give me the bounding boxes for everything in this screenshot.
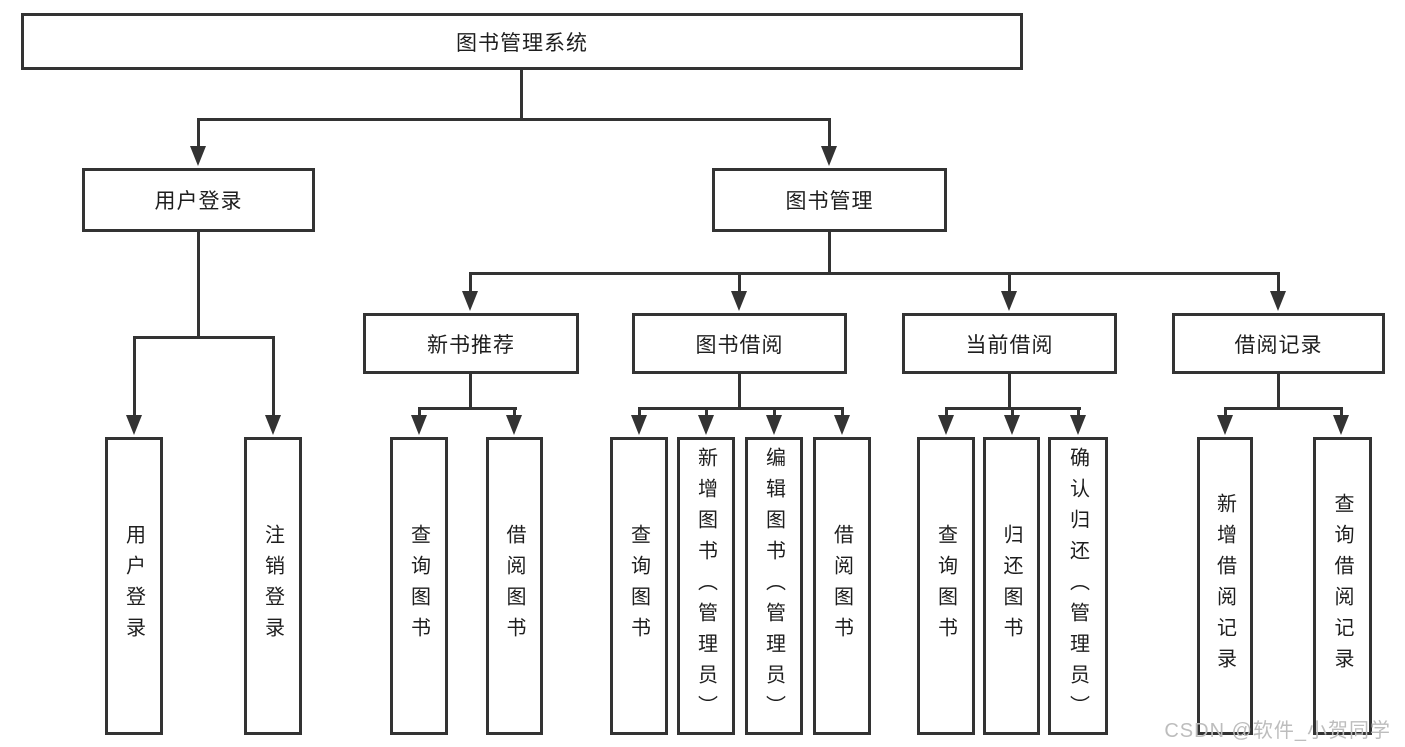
connector-leaf [1077,407,1080,419]
arrow-down-icon [126,415,142,435]
connector-login-stub [197,232,200,336]
arrow-down-icon [411,415,427,435]
node-borrow-records-label: 借阅记录 [1234,333,1323,357]
connector-records-stub [1277,374,1280,407]
connector-to-records [1277,272,1280,295]
leaf-edit-books-admin: 编辑图书（管理员） [745,437,803,735]
connector-to-borrow [738,272,741,295]
arrow-down-icon [938,415,954,435]
node-root: 图书管理系统 [21,13,1023,70]
leaf-query-borrow-record: 查询借阅记录 [1313,437,1372,735]
connector-to-book-mgmt [828,118,831,150]
arrow-down-icon [631,415,647,435]
connector-root-branch [197,118,831,121]
arrow-down-icon [1217,415,1233,435]
connector-records-branch [1224,407,1343,410]
leaf-query-books-1: 查询图书 [390,437,448,735]
leaf-logout-label: 注销登录 [261,524,284,648]
leaf-user-login-label: 用户登录 [122,524,145,648]
leaf-query-books-1-label: 查询图书 [407,524,430,648]
connector-mgmt-stub [828,232,831,272]
connector-borrow-branch [638,407,844,410]
leaf-add-borrow-record-label: 新增借阅记录 [1213,493,1236,679]
leaf-user-login: 用户登录 [105,437,163,735]
leaf-query-books-3-label: 查询图书 [934,524,957,648]
connector-root-stub [520,69,523,118]
arrow-down-icon [1070,415,1086,435]
node-current-borrow: 当前借阅 [902,313,1117,374]
arrow-down-icon [698,415,714,435]
arrow-down-icon [1001,291,1017,311]
connector-to-current [1008,272,1011,295]
node-user-login-label: 用户登录 [154,190,243,213]
csdn-watermark: CSDN @软件_小贺同学 [1164,720,1391,742]
node-book-mgmt: 图书管理 [712,168,947,232]
connector-login-branch [133,336,275,339]
leaf-return-books-label: 归还图书 [1000,524,1022,648]
leaf-add-borrow-record: 新增借阅记录 [1197,437,1253,735]
connector-mgmt-branch [469,272,1280,275]
arrow-down-icon [731,291,747,311]
node-book-mgmt-label: 图书管理 [785,190,874,213]
connector-to-leaf-login [133,336,136,419]
connector-to-recommend [469,272,472,295]
connector-recommend-stub [469,374,472,407]
node-current-borrow-label: 当前借阅 [965,333,1054,357]
leaf-query-borrow-record-label: 查询借阅记录 [1331,493,1353,679]
arrow-down-icon [462,291,478,311]
leaf-logout: 注销登录 [244,437,302,735]
connector-recommend-branch [418,407,517,410]
connector-to-user-login [197,118,200,150]
node-book-borrow-label: 图书借阅 [695,333,784,357]
connector-current-stub [1008,374,1011,407]
node-new-book-recommend-label: 新书推荐 [427,333,515,357]
node-user-login: 用户登录 [82,168,315,232]
arrow-down-icon [1333,415,1349,435]
leaf-confirm-return-admin: 确认归还（管理员） [1048,437,1108,735]
arrow-down-icon [1270,291,1286,311]
leaf-query-books-2-label: 查询图书 [627,524,650,648]
connector-leaf [418,407,421,419]
leaf-edit-books-admin-label: 编辑图书（管理员） [762,446,785,726]
leaf-query-books-3: 查询图书 [917,437,975,735]
connector-leaf [773,407,776,419]
node-borrow-records: 借阅记录 [1172,313,1385,374]
node-book-borrow: 图书借阅 [632,313,847,374]
arrow-down-icon [821,146,837,166]
connector-borrow-stub [738,374,741,407]
connector-leaf [841,407,844,419]
connector-to-leaf-logout [272,336,275,419]
leaf-borrow-books-2-label: 借阅图书 [830,524,853,648]
leaf-add-books-admin-label: 新增图书（管理员） [694,446,717,726]
leaf-query-books-2: 查询图书 [610,437,668,735]
arrow-down-icon [506,415,522,435]
node-root-label: 图书管理系统 [456,31,588,55]
arrow-down-icon [265,415,281,435]
leaf-borrow-books-2: 借阅图书 [813,437,871,735]
connector-leaf [638,407,641,419]
leaf-borrow-books-1: 借阅图书 [486,437,543,735]
connector-leaf [705,407,708,419]
arrow-down-icon [1004,415,1020,435]
connector-leaf [945,407,948,419]
connector-leaf [1340,407,1343,419]
connector-leaf [513,407,516,419]
connector-leaf [1011,407,1014,419]
leaf-borrow-books-1-label: 借阅图书 [503,524,525,648]
leaf-confirm-return-admin-label: 确认归还（管理员） [1066,446,1089,726]
arrow-down-icon [834,415,850,435]
arrow-down-icon [766,415,782,435]
leaf-return-books: 归还图书 [983,437,1040,735]
node-new-book-recommend: 新书推荐 [363,313,579,374]
leaf-add-books-admin: 新增图书（管理员） [677,437,735,735]
arrow-down-icon [190,146,206,166]
connector-leaf [1224,407,1227,419]
